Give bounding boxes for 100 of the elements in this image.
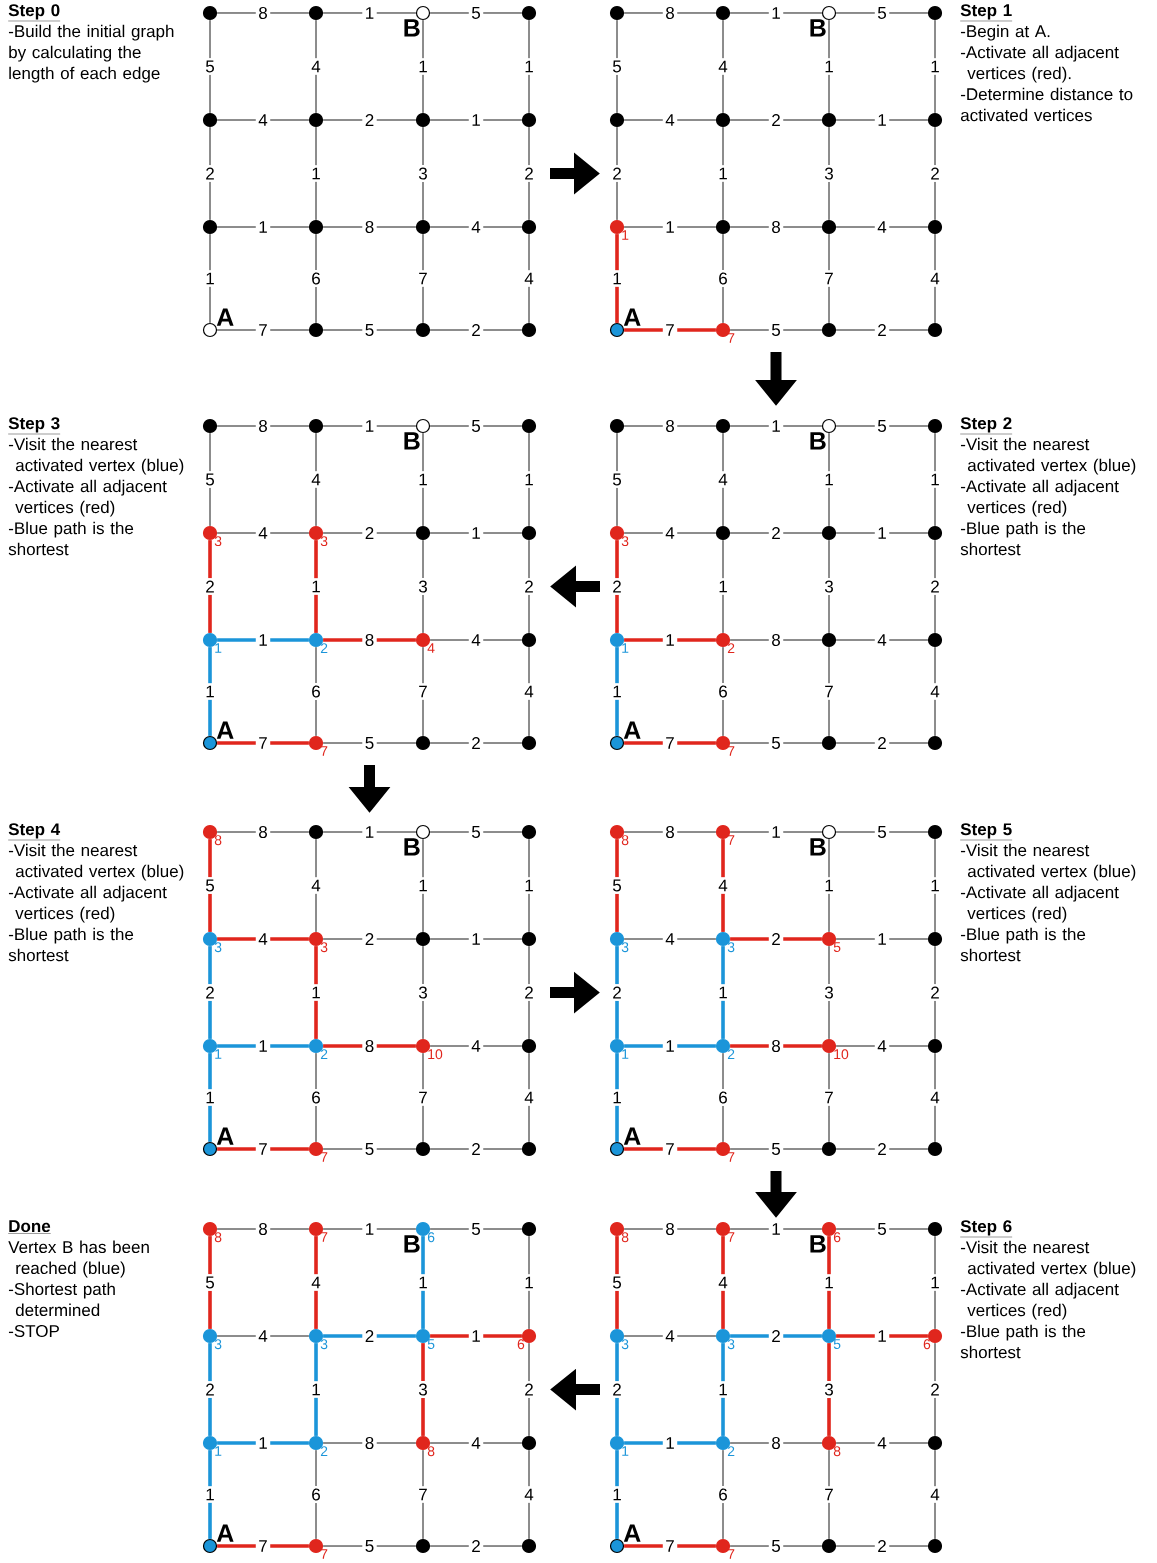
distance-label: 3 <box>621 942 629 953</box>
edge-weight: 3 <box>415 1381 431 1399</box>
edge-weight: 5 <box>609 1274 625 1291</box>
edge-weight: 1 <box>415 1274 431 1291</box>
edge-weight: 1 <box>362 417 377 435</box>
edge-weight: 6 <box>308 1486 324 1504</box>
graph-edge <box>429 329 523 331</box>
edge-weight: 1 <box>715 165 731 182</box>
distance-label: 5 <box>427 1339 435 1349</box>
vertex-letter: A <box>623 308 641 326</box>
graph-edge <box>729 831 823 833</box>
distance-label: 2 <box>727 1049 735 1059</box>
label: -Blue path is the shortest <box>8 927 134 962</box>
graph-edge <box>315 1052 317 1143</box>
vertex-letter: A <box>216 1524 234 1542</box>
graph-edge <box>208 1343 212 1436</box>
distance-label: 3 <box>727 942 735 953</box>
graph-edge <box>208 1236 212 1329</box>
edge-weight: 2 <box>468 1140 484 1158</box>
edge-weight: 1 <box>202 1089 218 1106</box>
edge-weight: 1 <box>609 270 625 287</box>
graph-edge <box>934 432 936 527</box>
graph-edge <box>422 1449 424 1540</box>
edge-weight: 5 <box>202 877 218 894</box>
graph-edge <box>429 226 523 228</box>
graph-edge <box>835 226 929 228</box>
graph-edge <box>835 639 929 641</box>
edge-weight: 2 <box>521 165 537 182</box>
edge-weight: 1 <box>662 1037 678 1055</box>
edge-weight: 1 <box>768 1220 784 1238</box>
graph-edge <box>623 425 717 427</box>
graph-edge <box>729 12 823 14</box>
edge-weight: 8 <box>362 631 377 649</box>
edge-weight: 1 <box>609 1089 625 1106</box>
distance-label: 3 <box>320 536 328 547</box>
edge-weight: 1 <box>255 1037 271 1055</box>
graph-edge <box>623 532 717 534</box>
graph-edge <box>422 1052 424 1143</box>
edge-weight: 4 <box>308 471 324 488</box>
edge-weight: 6 <box>308 1089 324 1107</box>
graph-edge <box>216 12 310 14</box>
graph-edge <box>216 1335 310 1337</box>
edge-weight: 1 <box>255 218 271 236</box>
label: Vertex B has been reached (blue) <box>8 1240 149 1278</box>
graph-edge <box>828 432 830 527</box>
edge-weight: 8 <box>662 4 678 22</box>
edge-weight: 2 <box>874 1140 890 1158</box>
graph-edge <box>429 12 523 14</box>
graph-edge <box>322 831 417 833</box>
edge-weight: 1 <box>874 1327 890 1345</box>
graph-edge <box>216 532 310 534</box>
vertex-letter: A <box>216 1127 234 1145</box>
edge-weight: 1 <box>927 877 943 894</box>
graph-edge <box>722 126 724 221</box>
distance-label: 6 <box>833 1232 841 1243</box>
graph-edge <box>322 425 417 427</box>
distance-label: 1 <box>215 1049 222 1059</box>
graph-edge <box>323 1334 416 1338</box>
edge-weight: 1 <box>362 1220 377 1238</box>
edge-weight: 4 <box>308 58 324 75</box>
edge-weight: 4 <box>927 270 943 287</box>
graph-edge <box>722 1449 724 1540</box>
distance-label: 8 <box>621 835 629 846</box>
distance-label: 3 <box>214 942 222 953</box>
graph-edge <box>730 1044 822 1048</box>
graph-edge <box>216 1228 310 1230</box>
graph-edge <box>624 1147 716 1151</box>
graph-edge <box>730 1334 822 1338</box>
vertex-letter: B <box>810 432 826 450</box>
edge-weight: 1 <box>308 165 324 182</box>
distance-label: 1 <box>622 1446 629 1456</box>
graph-edge <box>835 1228 929 1230</box>
vertex-letter: A <box>216 721 234 739</box>
graph-edge <box>216 329 310 331</box>
edge-weight: 5 <box>202 1274 218 1291</box>
label: -Activate all adjacent vertices (red) <box>8 885 167 923</box>
edge-weight: 4 <box>715 1274 731 1291</box>
label: -Blue path is the shortest <box>960 521 1086 556</box>
graph-edge <box>623 938 717 940</box>
graph-edge <box>828 646 830 737</box>
distance-label: 3 <box>727 1339 735 1350</box>
edge-weight: 1 <box>927 58 943 75</box>
graph-edge <box>934 1052 936 1143</box>
graph-edge <box>422 233 424 324</box>
edge-weight: 4 <box>255 930 271 948</box>
edge-weight: 4 <box>927 683 943 700</box>
edge-weight: 1 <box>821 58 837 75</box>
edge-weight: 2 <box>468 1537 484 1555</box>
graph-edge <box>828 539 830 634</box>
graph-edge <box>217 937 309 941</box>
graph-edge <box>615 234 619 323</box>
graph-edge <box>216 119 310 121</box>
edge-weight: 6 <box>715 270 731 287</box>
graph-edge <box>422 945 424 1040</box>
edge-weight: 7 <box>662 734 678 752</box>
label: -Determine distance to activated vertices <box>960 87 1133 122</box>
graph-edge <box>217 741 309 745</box>
graph-edge <box>835 329 929 331</box>
label: Step 6 <box>960 1220 1012 1236</box>
edge-weight: 5 <box>202 58 218 75</box>
